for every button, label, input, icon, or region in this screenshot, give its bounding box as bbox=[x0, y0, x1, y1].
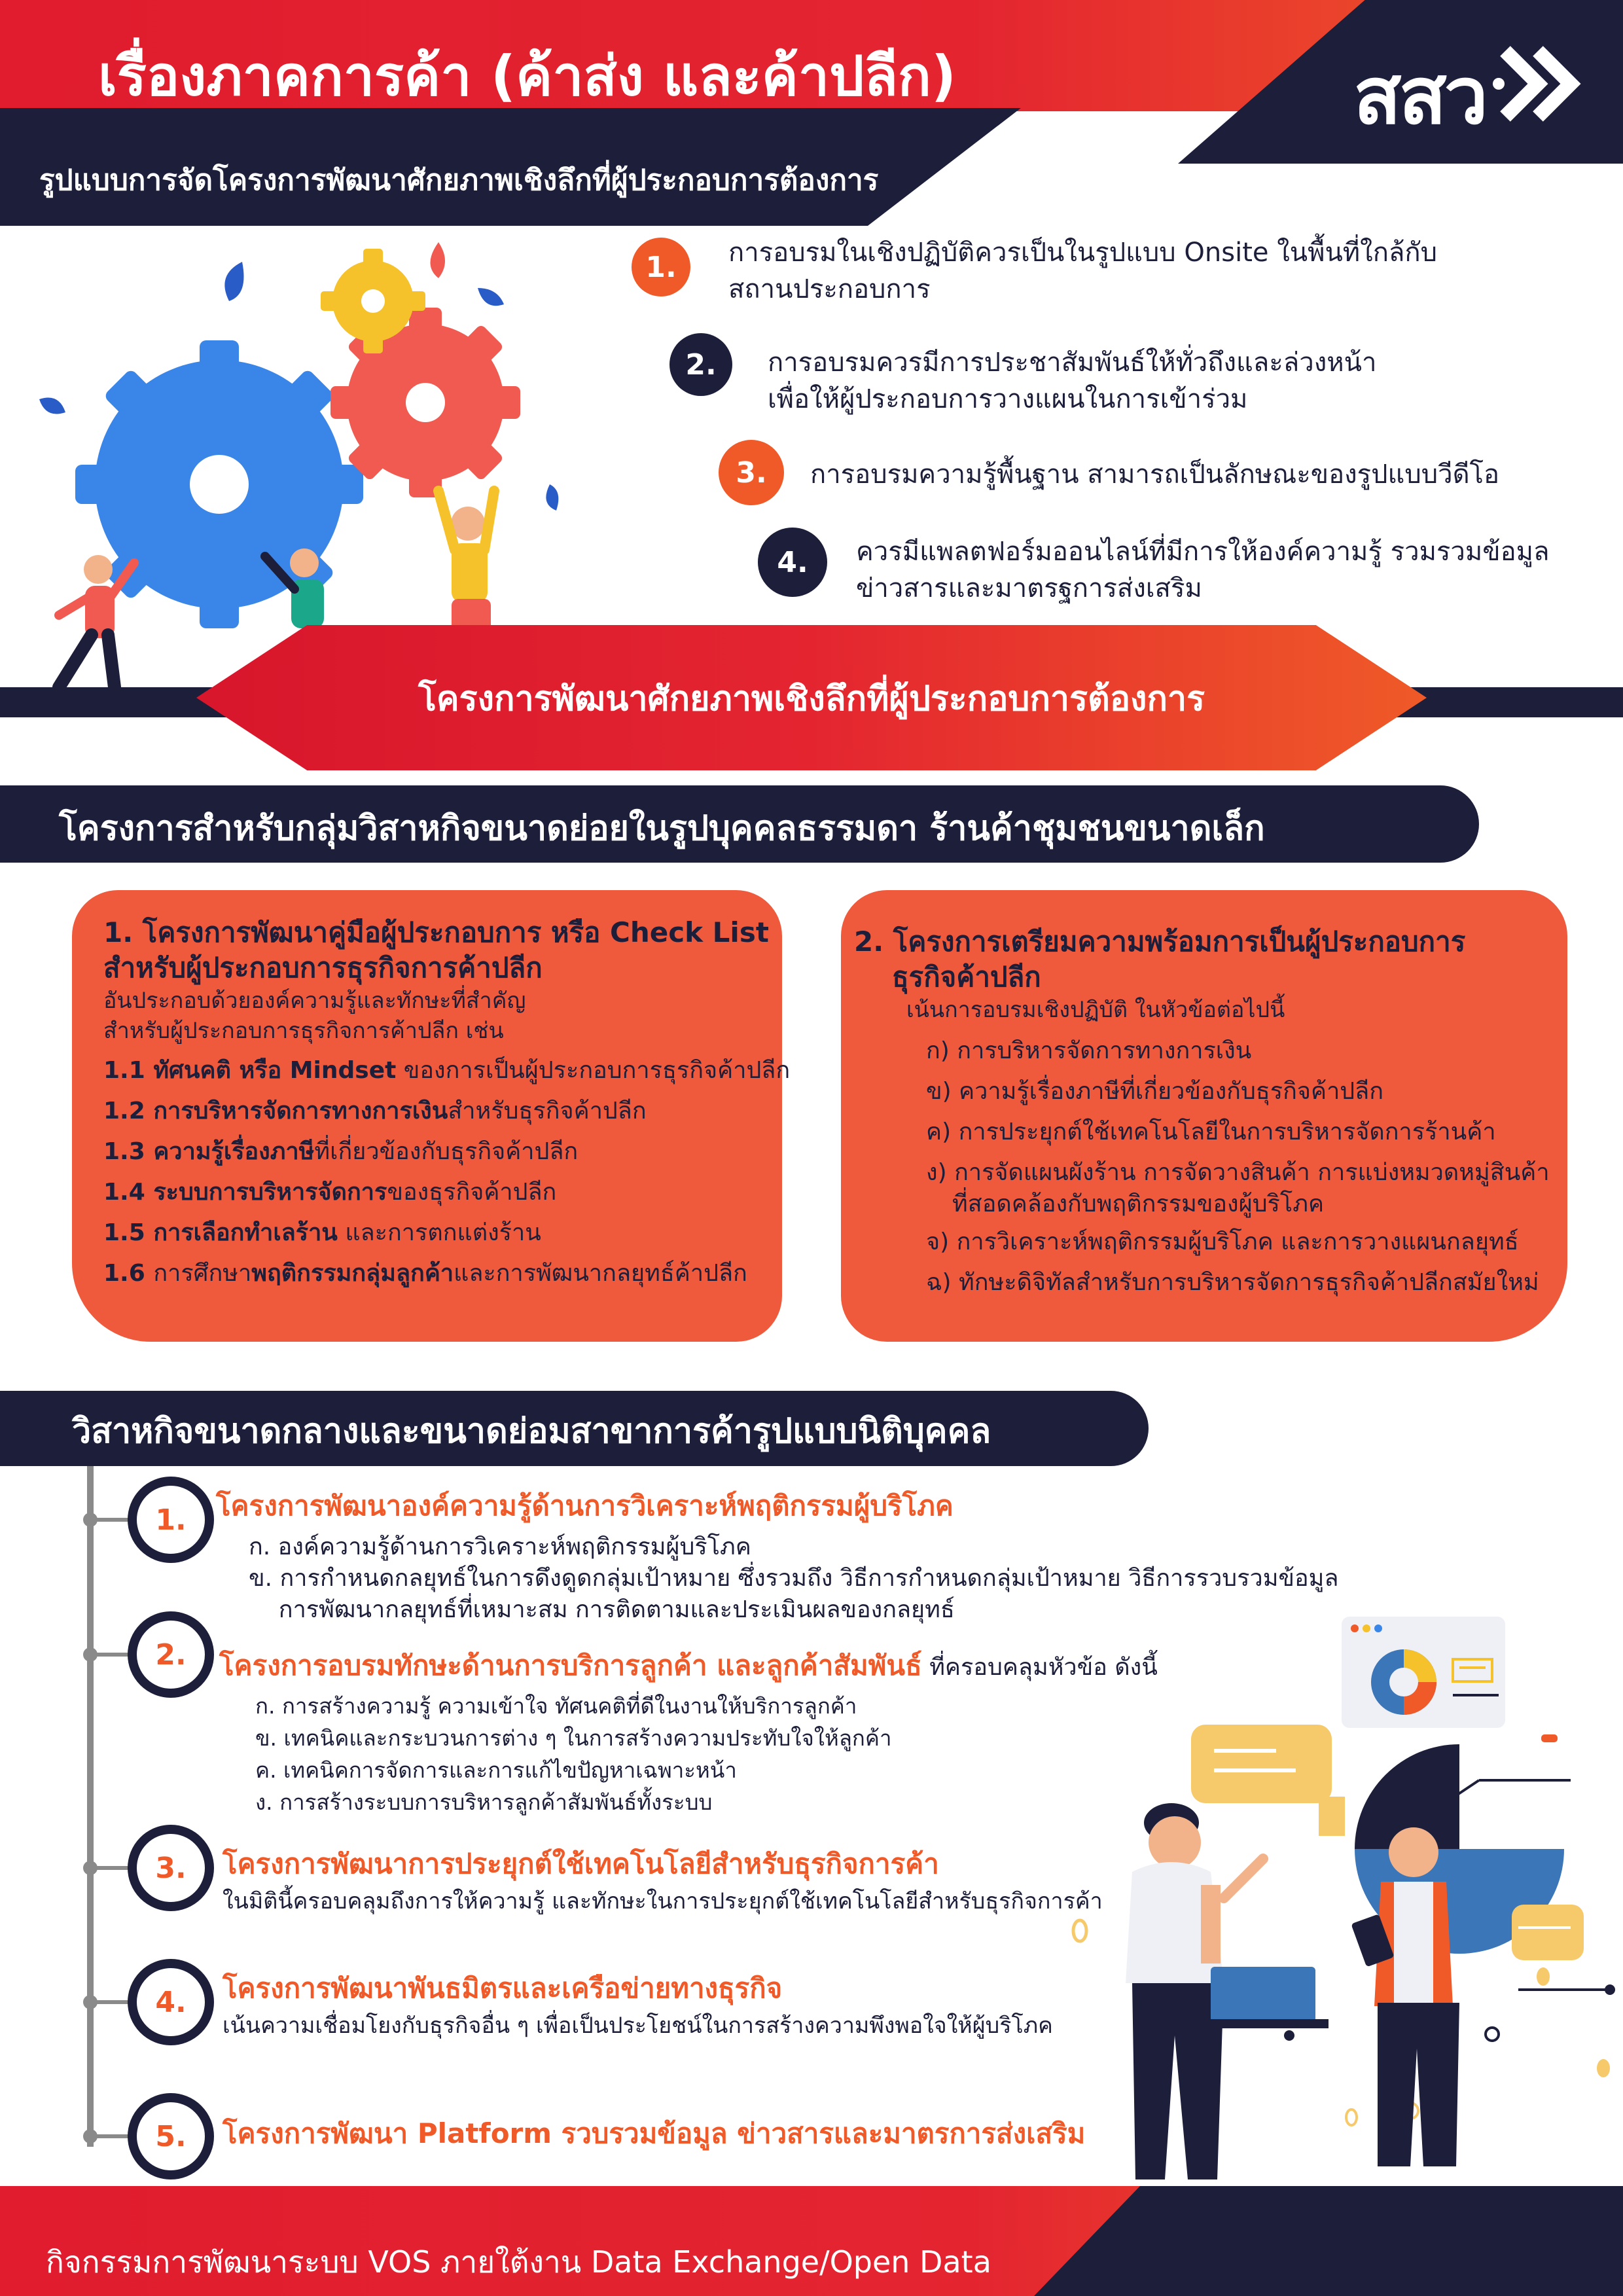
card-desc-line: เน้นการอบรมเชิงปฏิบัติ ในหัวข้อต่อไปนี้ bbox=[906, 997, 1285, 1023]
woman-right-icon bbox=[1351, 1812, 1459, 2166]
list-item: การอบรมควรมีการประชาสัมพันธ์ให้ทั่วถึงแล… bbox=[768, 344, 1376, 418]
laptop-icon bbox=[1211, 1967, 1315, 2022]
list-item-line: การอบรมควรมีการประชาสัมพันธ์ให้ทั่วถึงแล… bbox=[768, 348, 1377, 378]
card-item: ข) ความรู้เรื่องภาษีที่เกี่ยวข้องกับธุรก… bbox=[926, 1078, 1383, 1105]
logo-text: สสว bbox=[1353, 51, 1488, 142]
card-item: 1.4 ระบบการบริหารจัดการของธุรกิจค้าปลีก bbox=[103, 1179, 557, 1206]
card-item-continued: ที่สอดคล้องกับพฤติกรรมของผู้บริโภค bbox=[952, 1191, 1325, 1217]
list-item: การอบรมความรู้พื้นฐาน สามารถเป็นลักษณะขอ… bbox=[810, 456, 1499, 493]
banner-shape bbox=[196, 625, 1427, 770]
card-item: 1.6 การศึกษาพฤติกรรมกลุ่มลูกค้าและการพัฒ… bbox=[103, 1260, 747, 1287]
blue-gear-icon bbox=[75, 340, 363, 628]
program-card-1 bbox=[72, 890, 782, 1342]
timeline-item-title: โครงการอบรมทักษะด้านการบริการลูกค้า และล… bbox=[219, 1649, 922, 1681]
timeline-item-title: โครงการพัฒนาพันธมิตรและเครือข่ายทางธุรกิ… bbox=[223, 1972, 783, 2004]
section-title: โครงการสำหรับกลุ่มวิสาหกิจขนาดย่อยในรูปบ… bbox=[59, 809, 1265, 848]
subtitle-band bbox=[0, 108, 1021, 226]
gears-illustration bbox=[39, 242, 559, 694]
timeline-item: โครงการพัฒนา Platform รวบรวมข้อมูล ข่าวส… bbox=[223, 2112, 1085, 2155]
card-item: 1.5 การเลือกทำเลร้าน และการตกแต่งร้าน bbox=[103, 1219, 541, 1246]
card-title-line: 1. โครงการพัฒนาคู่มือผู้ประกอบการ หรือ C… bbox=[103, 916, 769, 948]
timeline-item-title: โครงการพัฒนา Platform รวบรวมข้อมูล ข่าวส… bbox=[223, 2117, 1086, 2149]
timeline-item-line: ข. เทคนิคและกระบวนการต่าง ๆ ในการสร้างคว… bbox=[255, 1725, 892, 1751]
card-item: ก) การบริหารจัดการทางการเงิน bbox=[926, 1037, 1252, 1064]
list-number-badge: 3. bbox=[719, 440, 784, 505]
card-title-line: สำหรับผู้ประกอบการธุรกิจการค้าปลีก bbox=[103, 952, 543, 984]
timeline-item-line: การพัฒนากลยุทธ์ที่เหมาะสม การติดตามและปร… bbox=[249, 1596, 955, 1623]
timeline-connector bbox=[90, 1518, 136, 1522]
dashboard-window-icon bbox=[1342, 1617, 1505, 1728]
timeline-number: 5. bbox=[128, 2093, 214, 2179]
card-item: 1.2 การบริหารจัดการทางการเงินสำหรับธุรกิ… bbox=[103, 1098, 647, 1124]
footer-navy-corner bbox=[1034, 2186, 1623, 2296]
card-item: ค) การประยุกต์ใช้เทคโนโลยีในการบริหารจัด… bbox=[926, 1119, 1496, 1145]
timeline-item: โครงการพัฒนาการประยุกต์ใช้เทคโนโลยีสำหรั… bbox=[223, 1842, 1103, 1917]
card-title-line: 2. โครงการเตรียมความพร้อมการเป็นผู้ประกอ… bbox=[854, 925, 1466, 958]
section-header-bar bbox=[0, 785, 1479, 863]
list-item-line: การอบรมความรู้พื้นฐาน สามารถเป็นลักษณะขอ… bbox=[810, 459, 1500, 490]
timeline-connector bbox=[90, 1653, 136, 1657]
timeline-connector bbox=[90, 2134, 136, 2138]
timeline-item-line: ก. องค์ความรู้ด้านการวิเคราะห์พฤติกรรมผู… bbox=[249, 1534, 751, 1560]
timeline-item-line: ง. การสร้างระบบการบริหารลูกค้าสัมพันธ์ทั… bbox=[255, 1789, 713, 1815]
card-item: 1.3 ความรู้เรื่องภาษีที่เกี่ยวข้องกับธุร… bbox=[103, 1138, 579, 1165]
timeline-item-line: ข. การกำหนดกลยุทธ์ในการดึงดูดกลุ่มเป้าหม… bbox=[249, 1565, 1339, 1592]
timeline-number: 4. bbox=[128, 1959, 214, 2045]
timeline-item-title: โครงการพัฒนาองค์ความรู้ด้านการวิเคราะห์พ… bbox=[216, 1490, 954, 1522]
timeline-item-title: โครงการพัฒนาการประยุกต์ใช้เทคโนโลยีสำหรั… bbox=[223, 1848, 939, 1880]
page-title: เรื่องภาคการค้า (ค้าส่ง และค้าปลีก) bbox=[98, 44, 957, 108]
timeline-number: 1. bbox=[128, 1477, 214, 1563]
timeline-line bbox=[87, 1466, 94, 2147]
card-title-line: ธุรกิจค้าปลีก bbox=[892, 961, 1041, 993]
timeline-item: โครงการพัฒนาองค์ความรู้ด้านการวิเคราะห์พ… bbox=[216, 1484, 1338, 1626]
list-item-line: สถานประกอบการ bbox=[728, 274, 931, 304]
list-item-line: เพื่อให้ผู้ประกอบการวางแผนในการเข้าร่วม bbox=[768, 384, 1248, 414]
list-item: การอบรมในเชิงปฏิบัติควรเป็นในรูปแบบ Onsi… bbox=[728, 234, 1437, 308]
list-item-line: ข่าวสารและมาตรฐการส่งเสริม bbox=[856, 573, 1202, 603]
logo-arrow-icon bbox=[1493, 46, 1581, 122]
list-item-line: ควรมีแพลตฟอร์มออนไลน์ที่มีการให้องค์ความ… bbox=[856, 537, 1550, 567]
yellow-gear-icon bbox=[321, 249, 425, 353]
timeline-item-line: ในมิตินี้ครอบคลุมถึงการให้ความรู้ และทัก… bbox=[223, 1888, 1103, 1914]
timeline-connector bbox=[90, 1866, 136, 1870]
timeline-item-title-suffix: ที่ครอบคลุมหัวข้อ ดังนี้ bbox=[921, 1654, 1158, 1681]
card-item: ง) การจัดแผนผังร้าน การจัดวางสินค้า การแ… bbox=[926, 1159, 1550, 1186]
card-item: 1.1 ทัศนคติ หรือ Mindset ของการเป็นผู้ปร… bbox=[103, 1057, 791, 1084]
timeline-item: โครงการอบรมทักษะด้านการบริการลูกค้า และล… bbox=[219, 1644, 1158, 1818]
list-item-line: การอบรมในเชิงปฏิบัติควรเป็นในรูปแบบ Onsi… bbox=[728, 238, 1438, 268]
card-desc-line: สำหรับผู้ประกอบการธุรกิจการค้าปลีก เช่น bbox=[103, 1018, 504, 1044]
section-header-bar bbox=[0, 1391, 1149, 1466]
person-left-icon bbox=[52, 555, 139, 694]
timeline-connector bbox=[90, 2000, 136, 2004]
people-chart-illustration bbox=[1071, 1617, 1615, 2179]
list-number-badge: 2. bbox=[669, 333, 732, 396]
banner-title: โครงการพัฒนาศักยภาพเชิงลึกที่ผู้ประกอบกา… bbox=[418, 679, 1205, 719]
program-card-1-content: 1. โครงการพัฒนาคู่มือผู้ประกอบการ หรือ C… bbox=[103, 915, 790, 1289]
list-number-badge: 4. bbox=[758, 528, 827, 597]
program-card-2 bbox=[841, 890, 1567, 1342]
list-item: ควรมีแพลตฟอร์มออนไลน์ที่มีการให้องค์ความ… bbox=[856, 533, 1550, 607]
page-subtitle: รูปแบบการจัดโครงการพัฒนาศักยภาพเชิงลึกที… bbox=[39, 164, 879, 197]
timeline-item: โครงการพัฒนาพันธมิตรและเครือข่ายทางธุรกิ… bbox=[223, 1967, 1053, 2041]
card-desc-line: อันประกอบด้วยองค์ความรู้และทักษะที่สำคัญ bbox=[103, 988, 526, 1014]
timeline-item-line: เน้นความเชื่อมโยงกับธุรกิจอื่น ๆ เพื่อเป… bbox=[223, 2013, 1053, 2039]
speech-bubble-icon bbox=[1191, 1725, 1332, 1803]
section-title: วิสาหกิจขนาดกลางและขนาดย่อมสาขาการค้ารูป… bbox=[72, 1412, 991, 1451]
program-card-2-content: 2. โครงการเตรียมความพร้อมการเป็นผู้ประกอ… bbox=[854, 924, 1550, 1299]
timeline-item-line: ก. การสร้างความรู้ ความเข้าใจ ทัศนคติที่… bbox=[255, 1693, 857, 1719]
list-number-badge: 1. bbox=[632, 238, 690, 296]
footer-text: กิจกรรมการพัฒนาระบบ VOS ภายใต้งาน Data E… bbox=[46, 2244, 991, 2280]
timeline-item-line: ค. เทคนิคการจัดการและการแก้ไขปัญหาเฉพาะห… bbox=[255, 1757, 737, 1783]
timeline-number: 3. bbox=[128, 1825, 214, 1911]
card-item: จ) การวิเคราะห์พฤติกรรมผู้บริโภค และการว… bbox=[926, 1229, 1519, 1255]
woman-left-icon bbox=[1126, 1803, 1268, 2179]
timeline-number: 2. bbox=[128, 1611, 214, 1698]
card-item: ฉ) ทักษะดิจิทัลสำหรับการบริหารจัดการธุรก… bbox=[926, 1269, 1539, 1296]
